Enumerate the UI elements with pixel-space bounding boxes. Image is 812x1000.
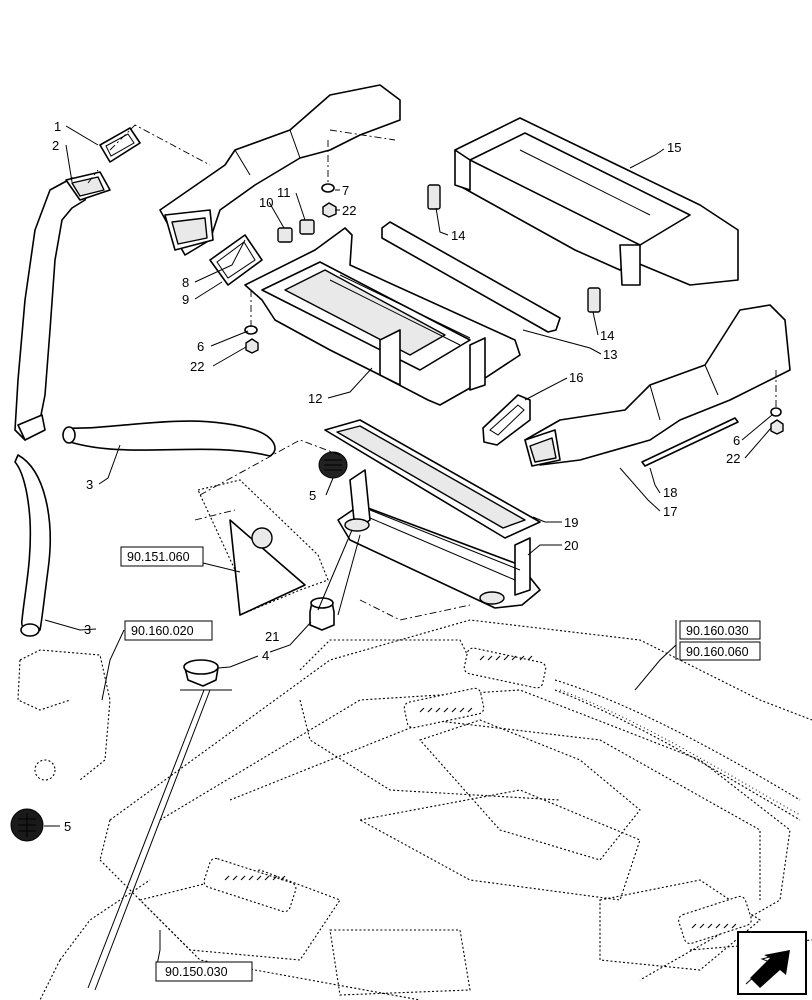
- callout-9: 9: [182, 292, 189, 307]
- callout-7: 7: [342, 183, 349, 198]
- part-10-clip: [277, 227, 293, 243]
- nut-22-right: [770, 419, 784, 435]
- part-2-vertical-duct: [14, 171, 111, 441]
- svg-text:90.160.030: 90.160.030: [686, 624, 749, 638]
- callout-13: 13: [603, 347, 617, 362]
- svg-text:90.151.060: 90.151.060: [127, 550, 190, 564]
- svg-text:90.160.060: 90.160.060: [686, 645, 749, 659]
- callout-2: 2: [52, 138, 59, 153]
- navigation-arrow-icon[interactable]: [737, 931, 807, 995]
- assembly-lines: [87, 124, 777, 621]
- callout-6-right: 6: [733, 433, 740, 448]
- roof-vent-grille-2: [403, 687, 485, 729]
- callout-17: 17: [663, 504, 677, 519]
- part-3-hose-lower: [14, 454, 51, 637]
- svg-text:90.150.030: 90.150.030: [165, 965, 228, 979]
- part-18-rod: [641, 417, 739, 467]
- callout-10: 10: [259, 195, 273, 210]
- washer-6-left: [244, 325, 258, 335]
- part-14-pad-lower: [587, 287, 601, 313]
- reference-90-150-030[interactable]: 90.150.030: [155, 961, 253, 982]
- nut-22-left: [245, 338, 259, 354]
- callout-11: 11: [277, 185, 291, 200]
- cab-roof-outline: [17, 619, 812, 1000]
- reference-90-160-030[interactable]: 90.160.030: [675, 620, 761, 660]
- part-4-cap: [183, 659, 219, 687]
- callout-21: 21: [265, 629, 279, 644]
- callout-labels: 1 2 3 3 4 5 5 6 6 7 8 9 10 11 12 13 14 1…: [52, 119, 740, 834]
- callout-1: 1: [54, 119, 61, 134]
- callout-5-lower: 5: [64, 819, 71, 834]
- callout-22-left: 22: [190, 359, 204, 374]
- svg-text:90.160.020: 90.160.020: [131, 624, 194, 638]
- callout-16: 16: [569, 370, 583, 385]
- roof-vent-grille-1: [463, 647, 547, 689]
- callout-18: 18: [663, 485, 677, 500]
- roof-vent-grille-4: [678, 895, 752, 945]
- part-5-grille-lower: [10, 808, 44, 842]
- part-9-gasket: [209, 234, 263, 286]
- callout-22-upper: 22: [342, 203, 356, 218]
- callout-12: 12: [308, 391, 322, 406]
- callout-4: 4: [262, 648, 269, 663]
- part-17-right-duct: [524, 304, 791, 467]
- leader-lines: [44, 125, 773, 991]
- callout-5-upper: 5: [309, 488, 316, 503]
- callout-3-upper: 3: [86, 477, 93, 492]
- part-12-tray: [244, 227, 521, 406]
- callout-20: 20: [564, 538, 578, 553]
- part-1-gasket: [99, 127, 141, 163]
- part-16-gasket: [482, 394, 531, 446]
- washer-6-right: [770, 407, 782, 417]
- part-19-20-housing: [324, 419, 541, 609]
- part-11-clip: [299, 219, 315, 235]
- callout-3-lower: 3: [84, 622, 91, 637]
- part-14-pad-upper: [427, 184, 441, 210]
- callout-19: 19: [564, 515, 578, 530]
- callout-14-lower: 14: [600, 328, 614, 343]
- part-5-grille-upper: [318, 451, 348, 479]
- roof-vent-grille-3: [203, 857, 297, 913]
- part-15-cover: [454, 117, 739, 286]
- callout-6-left: 6: [197, 339, 204, 354]
- callout-15: 15: [667, 140, 681, 155]
- callout-22-right: 22: [726, 451, 740, 466]
- reference-90-160-060[interactable]: 90.160.060: [679, 641, 761, 661]
- reference-90-151-060[interactable]: 90.151.060: [120, 546, 204, 567]
- nut-22-upper: [322, 202, 337, 218]
- part-21-knob: [309, 597, 335, 631]
- callout-8: 8: [182, 275, 189, 290]
- part-13-strip: [381, 221, 561, 333]
- callout-14-upper: 14: [451, 228, 465, 243]
- part-3-hose-upper: [62, 420, 276, 457]
- side-panel-ghost: [194, 439, 341, 616]
- reference-90-160-020[interactable]: 90.160.020: [124, 620, 213, 641]
- washer-7: [321, 183, 335, 193]
- part-8-upper-duct: [159, 84, 401, 256]
